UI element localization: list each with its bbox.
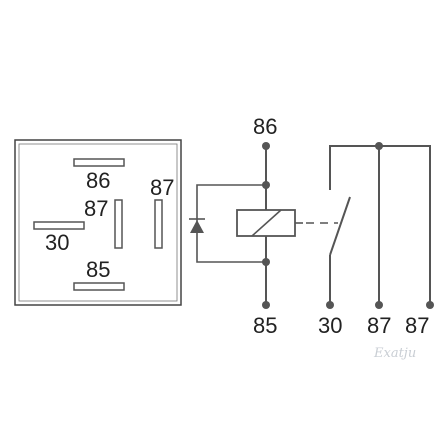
pin-87a-blade: [114, 199, 123, 249]
relay-coil: [236, 209, 303, 237]
diode-triangle-icon: [190, 220, 204, 233]
terminal-87a-label: 87: [405, 313, 429, 338]
coil-terminal-86-label: 86: [253, 114, 277, 139]
pin-85-label: 85: [86, 257, 110, 282]
terminal-86-dot: [262, 142, 270, 150]
coil-terminal-85-label: 85: [253, 313, 277, 338]
suppression-diode: [189, 184, 266, 263]
terminal-85-dot: [262, 301, 270, 309]
pin-86-blade: [73, 158, 125, 167]
pin-30-label: 30: [45, 230, 69, 255]
terminal-30-dot: [326, 301, 334, 309]
pin-30-blade: [33, 221, 85, 230]
watermark-logo: Exatju: [373, 346, 416, 361]
relay-schematic: 86 85: [189, 114, 434, 338]
terminal-87-dot: [375, 301, 383, 309]
coil-diagonal: [251, 209, 282, 237]
pin-87a-label: 87: [84, 196, 108, 221]
socket-inner-border: [18, 143, 178, 302]
pin-86-label: 86: [86, 168, 110, 193]
terminal-30-label: 30: [318, 313, 342, 338]
terminal-87a-dot: [426, 301, 434, 309]
pin-87-blade: [154, 199, 163, 249]
contact-87-junction-dot: [375, 142, 383, 150]
pin-87-label: 87: [150, 175, 174, 200]
switch-armature: [329, 196, 351, 256]
terminal-87-label: 87: [367, 313, 391, 338]
pin-85-blade: [73, 282, 125, 291]
relay-socket-view: 86 87 87 30 85: [14, 139, 182, 306]
switch-contacts: [326, 142, 434, 309]
